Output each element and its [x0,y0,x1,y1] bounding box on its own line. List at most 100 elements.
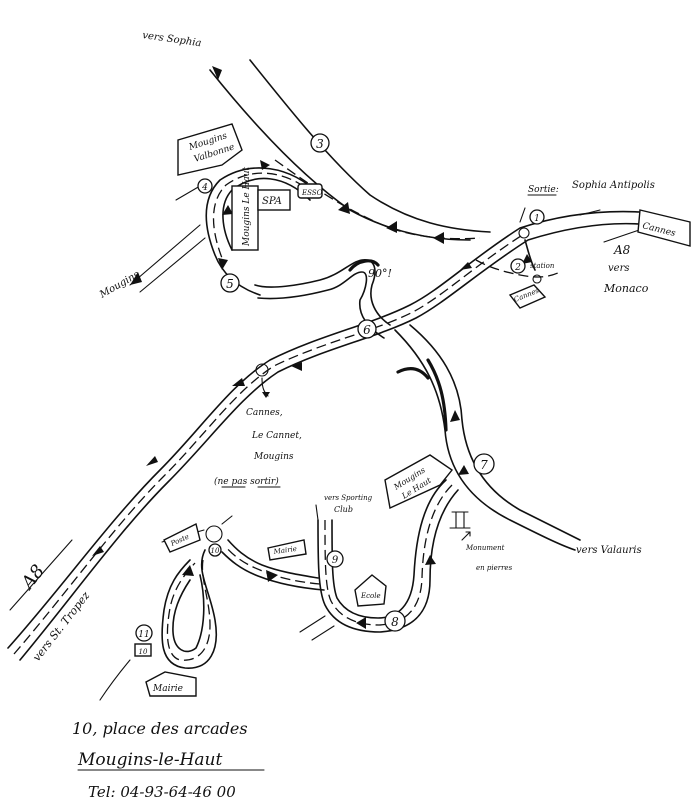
roundabout-10 [205,525,223,543]
loop-11-inner [172,574,205,653]
sign-mougins-le-haut-vertical-board [231,185,259,251]
arrow-icon [356,617,366,629]
sign-mairie-small-text: Mairie [272,545,297,556]
step-number: 6 [363,323,371,337]
arrow-icon [260,160,270,170]
arrow-icon [266,570,278,582]
arrow-icon [130,272,142,285]
descending-road-inner [331,479,447,619]
a8-left-label: A8 [16,561,49,595]
sporting-line1: vers Sporting [324,494,373,502]
step-number: 3 [316,137,324,151]
arrow-icon [460,262,472,270]
bottom-left-arrow-stroke [99,659,131,701]
sophia-route-dashes [274,159,481,240]
descending-road-outer [317,489,459,633]
step-marker-6 [357,319,377,339]
step-number: 8 [391,615,399,629]
road-to-valauris-bold [426,358,448,432]
junction-exit-circle [255,363,269,377]
step-marker-8 [384,610,406,632]
exit-note-line1: Cannes, [246,408,283,418]
step-marker-3 [310,133,330,153]
step-10-box-label: 10 [139,648,148,656]
step-number: 7 [480,458,488,472]
direction-st-tropez: vers St. Tropez [30,589,92,664]
direction-monaco: Monaco [603,282,649,295]
sortie-destination: Sophia Antipolis [572,180,655,191]
a8-right-edge [579,209,601,216]
direction-mougins: Mougins [97,269,141,301]
direction-sophia: vers Sophia [142,30,203,49]
step-marker-7 [473,453,495,475]
hairpin-note: 90°! [368,267,392,280]
sign-mougins-le-haut-vertical-text: Mougins Le Haut [242,166,252,247]
sign-poste-board [163,522,201,553]
sign-mairie-small-board [267,539,307,561]
arrow-down-icon [458,465,469,475]
step-number: 4 [201,183,208,193]
road-to-valauris-west [394,329,576,551]
arrow-icon [146,456,158,466]
sign-spa-board [257,189,291,211]
exit-note-line3: Mougins [253,452,294,462]
step-marker-5 [220,273,240,293]
arrow-up-icon [212,66,222,80]
road-to-mougins-edge [139,237,206,293]
bottom-route-dashes [224,545,321,585]
step-number: 9 [332,555,339,566]
sortie-label: Sortie: [528,185,559,195]
step-marker-2 [510,258,526,274]
footer-phone: Tel: 04-93-64-46 00 [88,783,236,801]
road-to-mougins [129,224,201,286]
monument-line2: en pierres [476,564,513,572]
sign-mairie-bottom-text: Mairie [152,684,183,694]
sporting-road [315,504,319,521]
arrow-down-icon [522,254,532,264]
road-to-valauris-east [409,324,581,541]
roundabout-1 [518,227,530,239]
arrow-icon [182,565,194,576]
step-10-box [134,643,152,657]
descending-route-dashes [324,484,453,626]
exit-note-line2: Le Cannet, [251,431,302,441]
station-label: station [530,262,555,270]
arrow-icon [386,221,397,233]
cannes-direction-board [637,209,691,247]
sign-esso-board [297,183,323,199]
arrow-icon [92,546,104,556]
sign-mougins-le-haut-diag-board [384,454,454,510]
arrow-icon [433,232,444,244]
a8-right-label: A8 [613,243,631,257]
step-marker-9 [326,550,344,568]
bottom-road-north [227,539,319,579]
hairpin-bold [348,259,380,272]
sign-cannes-board [508,284,547,309]
arrow-down-icon [222,205,233,215]
exit-note-line4: (ne pas sortir) [214,476,279,487]
sophia-road-east [249,59,491,233]
sign-mairie-bottom-board [145,671,197,697]
exit-route-dashes [475,259,561,278]
step-marker-10 [208,543,222,557]
step-marker-1 [529,209,545,225]
arrow-icon [291,362,302,371]
footer-address: 10, place des arcades [72,719,248,738]
arrow-icon [232,378,245,386]
a8-highway-north-edge [7,210,641,649]
sign-bold-stroke [396,367,430,380]
exit-road-east [524,239,536,271]
sign-ecole-text: Ecole [360,592,381,600]
arrow-down-icon [218,258,228,270]
step-number: 10 [211,547,220,555]
direction-monaco-vers: vers [608,263,629,274]
monument-line1: Monument [465,544,505,552]
winding-road-north [254,259,391,326]
step-marker-4 [197,178,213,194]
arrow-icon [338,202,350,214]
sporting-line2: Club [334,505,353,514]
step-number: 11 [138,630,149,640]
a8-highway-south-edge [19,222,641,661]
